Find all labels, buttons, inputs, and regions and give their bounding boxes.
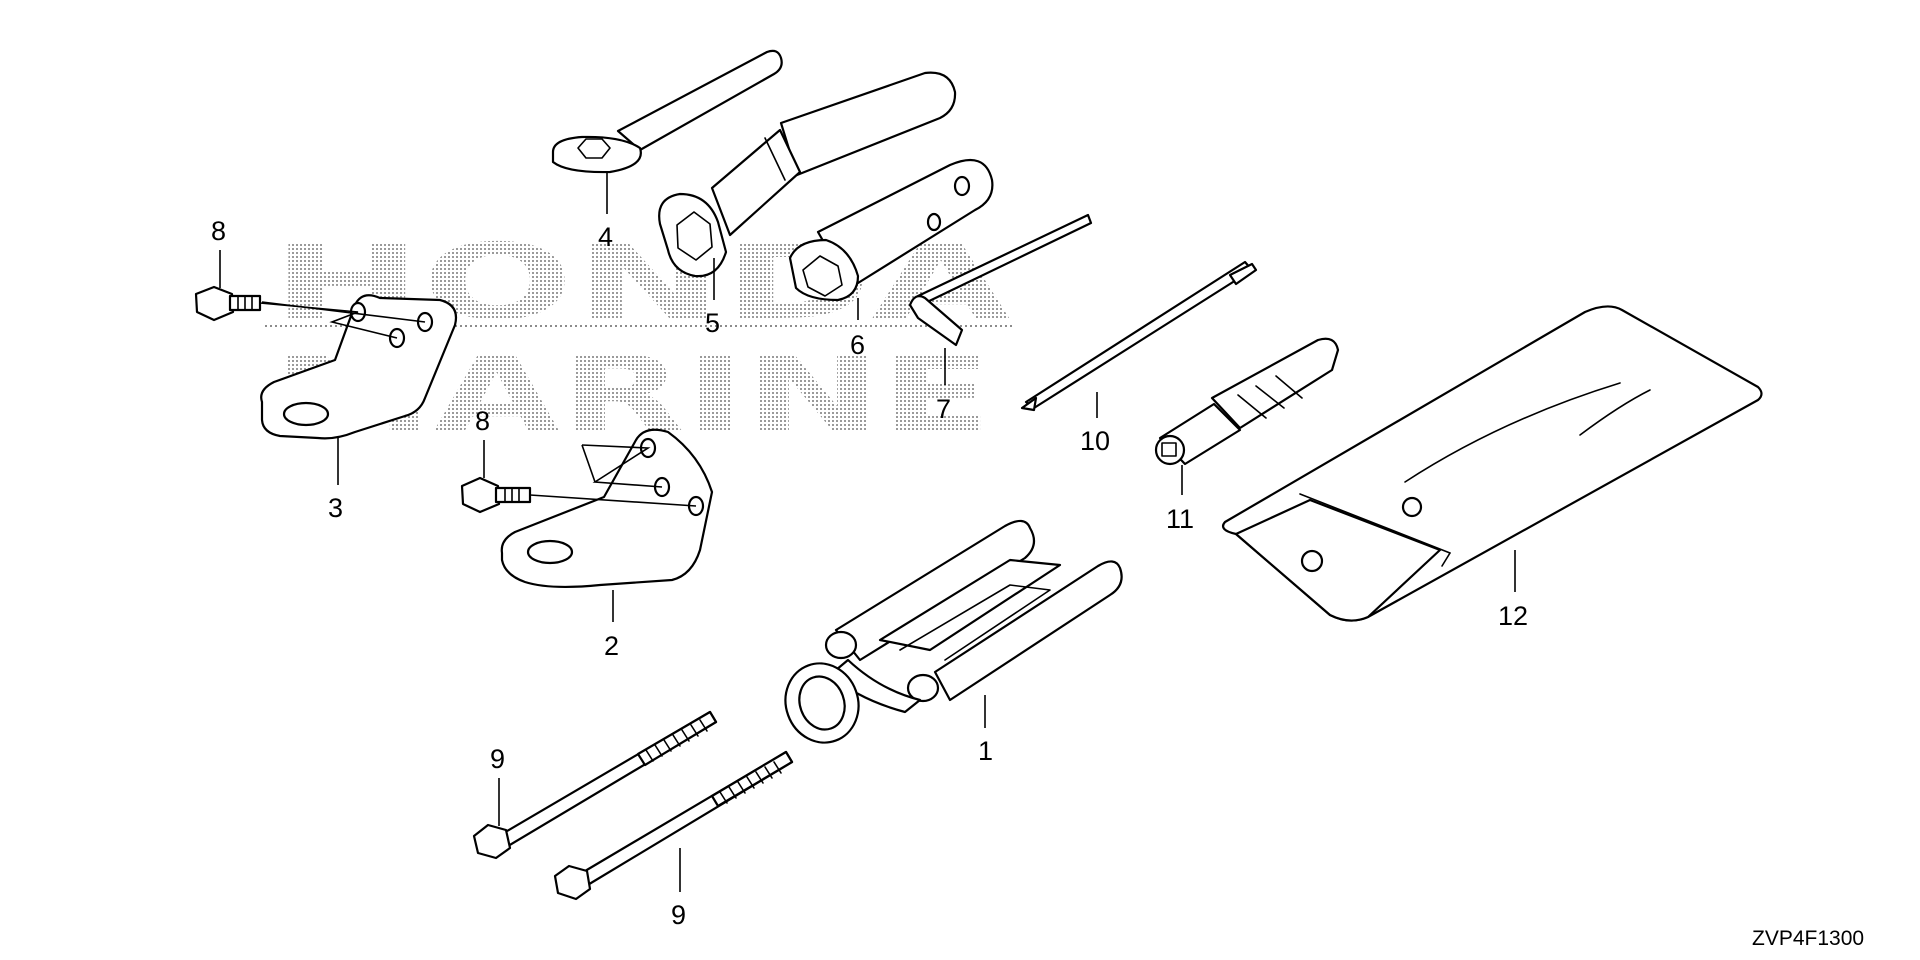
callout-1: 1 xyxy=(978,736,993,766)
callout-8-middle: 8 xyxy=(475,406,490,436)
wrench-handle-part xyxy=(551,49,783,174)
bolt-left-part xyxy=(194,285,262,322)
box-spanner-long-part xyxy=(658,71,957,278)
callout-7: 7 xyxy=(936,394,951,424)
callout-9-lower: 9 xyxy=(671,900,686,930)
callout-labels: 1 2 3 4 5 6 7 8 8 9 9 10 11 12 xyxy=(211,216,1528,930)
tilt-handle-part xyxy=(784,519,1123,744)
tool-bag-part xyxy=(1221,305,1763,622)
long-bolt-lower-part xyxy=(553,750,794,901)
screwdriver-handle-part xyxy=(1154,337,1340,466)
callout-5: 5 xyxy=(705,308,720,338)
callout-10: 10 xyxy=(1080,426,1110,456)
diagram-code: ZVP4F1300 xyxy=(1752,927,1864,950)
bracket-middle-part xyxy=(500,428,714,588)
callout-2: 2 xyxy=(604,631,619,661)
callout-4: 4 xyxy=(598,222,613,252)
callout-11: 11 xyxy=(1166,504,1194,534)
callout-6: 6 xyxy=(850,330,865,360)
box-spanner-short-part xyxy=(788,158,994,302)
leader-lines xyxy=(219,172,1516,892)
callout-8-left: 8 xyxy=(211,216,226,246)
hex-key-part xyxy=(908,213,1093,347)
callout-12: 12 xyxy=(1498,601,1528,631)
screwdriver-blade-part xyxy=(1020,260,1258,412)
callout-3: 3 xyxy=(328,493,343,523)
bracket-left-part xyxy=(260,294,458,440)
callout-9-upper: 9 xyxy=(490,744,505,774)
bolt-middle-part xyxy=(460,476,532,514)
long-bolt-upper-part xyxy=(472,710,718,860)
